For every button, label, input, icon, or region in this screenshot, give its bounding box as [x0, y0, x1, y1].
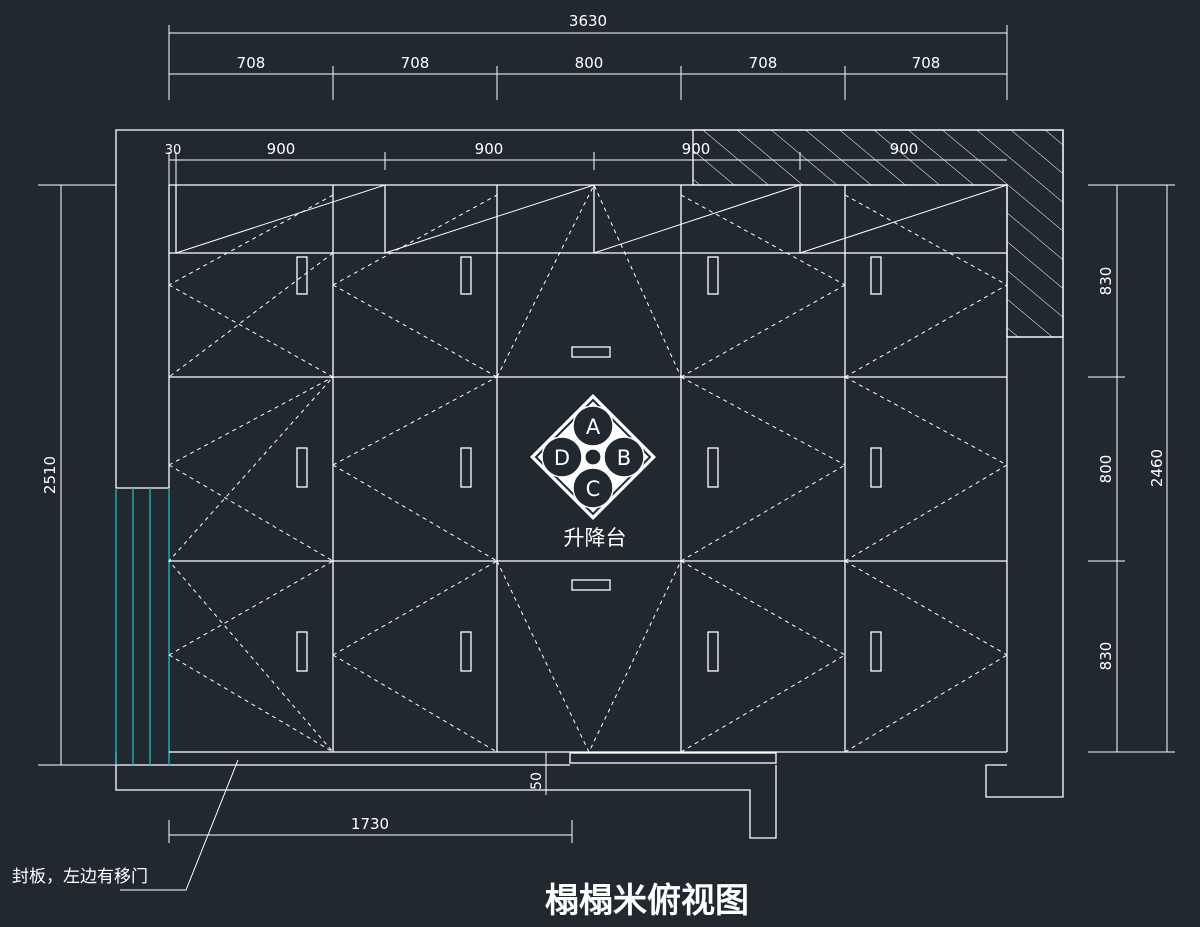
bottom-dimension: 1730 [168, 815, 573, 843]
dim-opening-width: 1730 [351, 815, 389, 833]
hatched-cabinet [692, 129, 1064, 338]
opening-lines [168, 183, 1008, 754]
back-bench [169, 184, 1008, 254]
dim-right-height: 2460 [1148, 449, 1166, 487]
lift-label-d: D [554, 446, 570, 470]
panel-grid [169, 185, 1007, 753]
dim-bench-3: 900 [682, 140, 711, 158]
dim-bench-1: 900 [267, 140, 296, 158]
lift-label-a: A [586, 415, 601, 439]
lift-table-label: 升降台 [564, 526, 627, 550]
dim-left-height: 2510 [41, 456, 59, 494]
handles [296, 256, 882, 672]
dim-bench-4: 900 [890, 140, 919, 158]
left-dimension: 2510 [38, 184, 116, 766]
lift-label-b: B [617, 446, 631, 470]
dim-right-seg-3: 830 [1097, 642, 1115, 671]
dim-module-3: 800 [575, 54, 604, 72]
sealing-board-note: 封板，左边有移门 [12, 867, 148, 887]
bench-dimensions: 30 900 900 900 900 [165, 140, 1007, 185]
lift-label-c: C [586, 477, 601, 501]
right-dimensions: 830 800 830 2460 [1088, 184, 1175, 753]
dim-small-offset: 30 [165, 143, 182, 158]
annotation-leader [120, 759, 239, 891]
gap-dimension: 50 [529, 752, 556, 795]
dim-bench-2: 900 [475, 140, 504, 158]
drawing-title: 榻榻米俯视图 [545, 881, 749, 921]
lift-table-symbol: A B C D [530, 394, 656, 520]
dim-total-width: 3630 [569, 12, 607, 30]
dim-module-2: 708 [401, 54, 430, 72]
top-dimensions: 3630 708 708 800 708 708 [168, 12, 1008, 100]
sliding-door [115, 488, 170, 765]
dim-module-5: 708 [912, 54, 941, 72]
dim-right-seg-1: 830 [1097, 267, 1115, 296]
dim-right-seg-2: 800 [1097, 455, 1115, 484]
dim-bottom-gap: 50 [529, 772, 545, 790]
dim-module-1: 708 [237, 54, 266, 72]
dim-module-4: 708 [749, 54, 778, 72]
